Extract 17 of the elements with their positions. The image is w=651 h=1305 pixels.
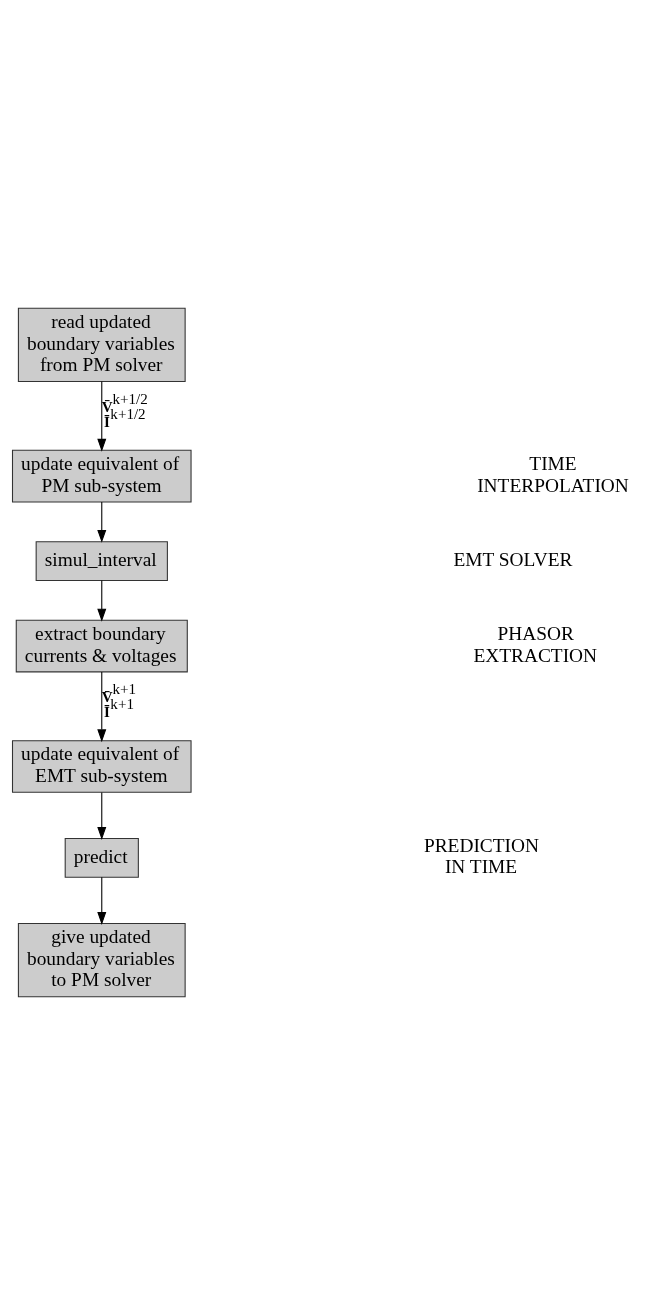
node-box: update equivalent of PM sub-system: [11, 449, 192, 503]
arrow: [97, 580, 107, 622]
label: TIME INTERPOLATION: [477, 453, 629, 496]
arrow: [97, 501, 107, 543]
label: EMT SOLVER: [453, 548, 573, 570]
node-box: simul_interval: [35, 541, 168, 581]
arrow: [97, 876, 107, 926]
arrow: [97, 671, 107, 743]
node-box: predict: [64, 838, 139, 878]
node-box: extract boundary currents & voltages: [15, 619, 188, 673]
label: PHASOR EXTRACTION: [473, 623, 598, 666]
label: PREDICTION IN TIME: [423, 834, 540, 878]
node-box: update equivalent of EMT sub-system: [11, 740, 192, 793]
arrow: [97, 381, 107, 452]
arrow: [97, 791, 107, 840]
node-box: read updated boundary variables from PM solver: [17, 307, 186, 382]
node-box: give updated boundary variables to PM solver: [17, 923, 186, 998]
